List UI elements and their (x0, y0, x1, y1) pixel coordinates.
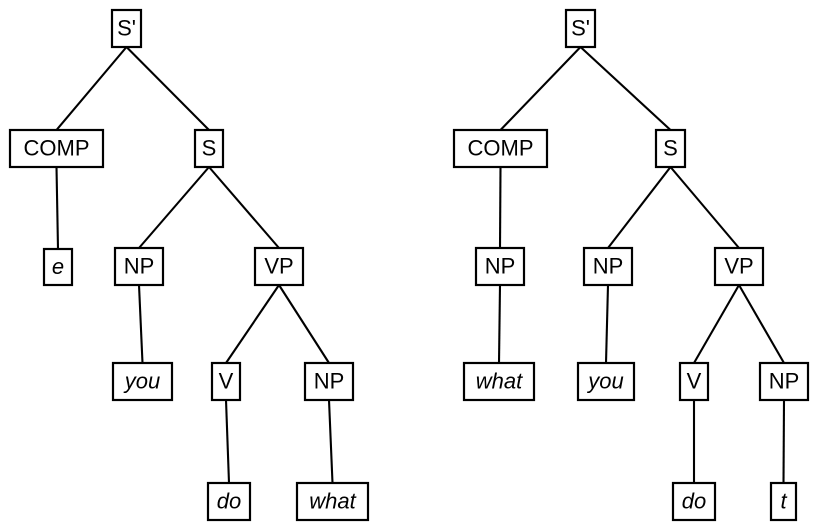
node-label: COMP (468, 135, 534, 160)
tree-node-r-np0: NP (474, 246, 526, 287)
tree-node-l-what: what (295, 481, 370, 522)
node-label: S' (117, 15, 136, 40)
tree-node-l-e: e (42, 247, 74, 287)
node-label: S (202, 135, 217, 160)
node-box (474, 246, 526, 287)
tree-node-r-t: t (769, 481, 798, 522)
node-box (206, 481, 252, 522)
node-box (303, 361, 355, 402)
node-box (671, 481, 717, 522)
node-box (713, 246, 765, 287)
tree-edge-l-s-to-l-vp (208, 166, 280, 249)
node-box (113, 246, 165, 287)
node-label: VP (724, 253, 753, 278)
node-box (758, 361, 810, 402)
node-box (678, 361, 710, 402)
tree-node-r-do: do (671, 481, 717, 522)
node-label: NP (124, 253, 155, 278)
tree-edge-l-vp-to-l-np2 (278, 284, 330, 364)
node-label: NP (769, 368, 800, 393)
tree-node-r-v: V (678, 361, 710, 402)
tree-edges-layer (55, 46, 786, 484)
tree-edge-l-sbar-to-l-s (125, 46, 210, 131)
node-label: COMP (24, 135, 90, 160)
tree-edge-r-np1-to-r-you (604, 284, 610, 364)
tree-edge-l-comp-to-l-e (55, 166, 60, 250)
tree-node-l-np1: NP (113, 246, 165, 287)
tree-edge-l-np1-to-l-you (137, 284, 144, 364)
tree-node-l-you: you (111, 361, 174, 402)
node-label: NP (485, 253, 516, 278)
node-label: what (309, 488, 356, 513)
node-label: what (476, 368, 523, 393)
node-label: V (219, 368, 234, 393)
tree-node-l-v: V (210, 361, 242, 402)
node-box (769, 481, 798, 522)
node-box (8, 128, 105, 169)
tree-edge-r-np0-to-r-what (497, 284, 502, 364)
node-label: NP (314, 368, 345, 393)
tree-edge-r-comp-to-r-np0 (498, 166, 502, 249)
node-box (654, 128, 687, 169)
tree-node-r-comp: COMP (452, 128, 549, 169)
tree-edge-r-np2-to-r-t (782, 399, 786, 484)
node-label: S (663, 135, 678, 160)
tree-node-l-comp: COMP (8, 128, 105, 169)
node-label: you (123, 368, 160, 393)
node-label: VP (264, 253, 293, 278)
tree-edge-l-np2-to-l-what (327, 399, 334, 484)
node-box (564, 8, 597, 49)
tree-edge-r-sbar-to-r-comp (499, 46, 582, 131)
node-box (42, 247, 74, 287)
tree-edge-r-vp-to-r-np2 (738, 284, 785, 364)
node-box (462, 361, 536, 402)
node-label: S' (571, 15, 590, 40)
tree-node-r-vp: VP (713, 246, 765, 287)
tree-node-l-s: S (193, 128, 225, 169)
tree-edge-l-vp-to-l-v (225, 284, 280, 364)
node-label: V (687, 368, 702, 393)
node-box (253, 246, 305, 287)
tree-node-r-np2: NP (758, 361, 810, 402)
node-label: do (682, 488, 706, 513)
node-label: NP (593, 253, 624, 278)
tree-node-l-sbar: S' (110, 8, 143, 49)
tree-edge-r-s-to-r-vp (669, 166, 740, 249)
node-box (452, 128, 549, 169)
tree-node-l-vp: VP (253, 246, 305, 287)
node-box (111, 361, 174, 402)
tree-edge-r-s-to-r-np1 (607, 166, 672, 249)
tree-edge-r-sbar-to-r-s (579, 46, 672, 131)
node-label: t (780, 488, 787, 513)
node-box (295, 481, 370, 522)
tree-node-r-s: S (654, 128, 687, 169)
tree-node-r-you: you (576, 361, 636, 402)
tree-edge-l-v-to-l-do (224, 399, 231, 484)
tree-node-r-np1: NP (582, 246, 634, 287)
node-box (110, 8, 143, 49)
tree-node-r-what: what (462, 361, 536, 402)
tree-edge-l-sbar-to-l-comp (55, 46, 128, 131)
node-label: do (217, 488, 241, 513)
node-label: e (52, 254, 64, 279)
node-box (193, 128, 225, 169)
tree-node-r-sbar: S' (564, 8, 597, 49)
tree-edge-l-s-to-l-np1 (138, 166, 210, 249)
tree-node-l-do: do (206, 481, 252, 522)
tree-edge-r-vp-to-r-v (693, 284, 740, 364)
node-box (210, 361, 242, 402)
tree-node-l-np2: NP (303, 361, 355, 402)
node-label: you (586, 368, 623, 393)
node-box (582, 246, 634, 287)
node-box (576, 361, 636, 402)
